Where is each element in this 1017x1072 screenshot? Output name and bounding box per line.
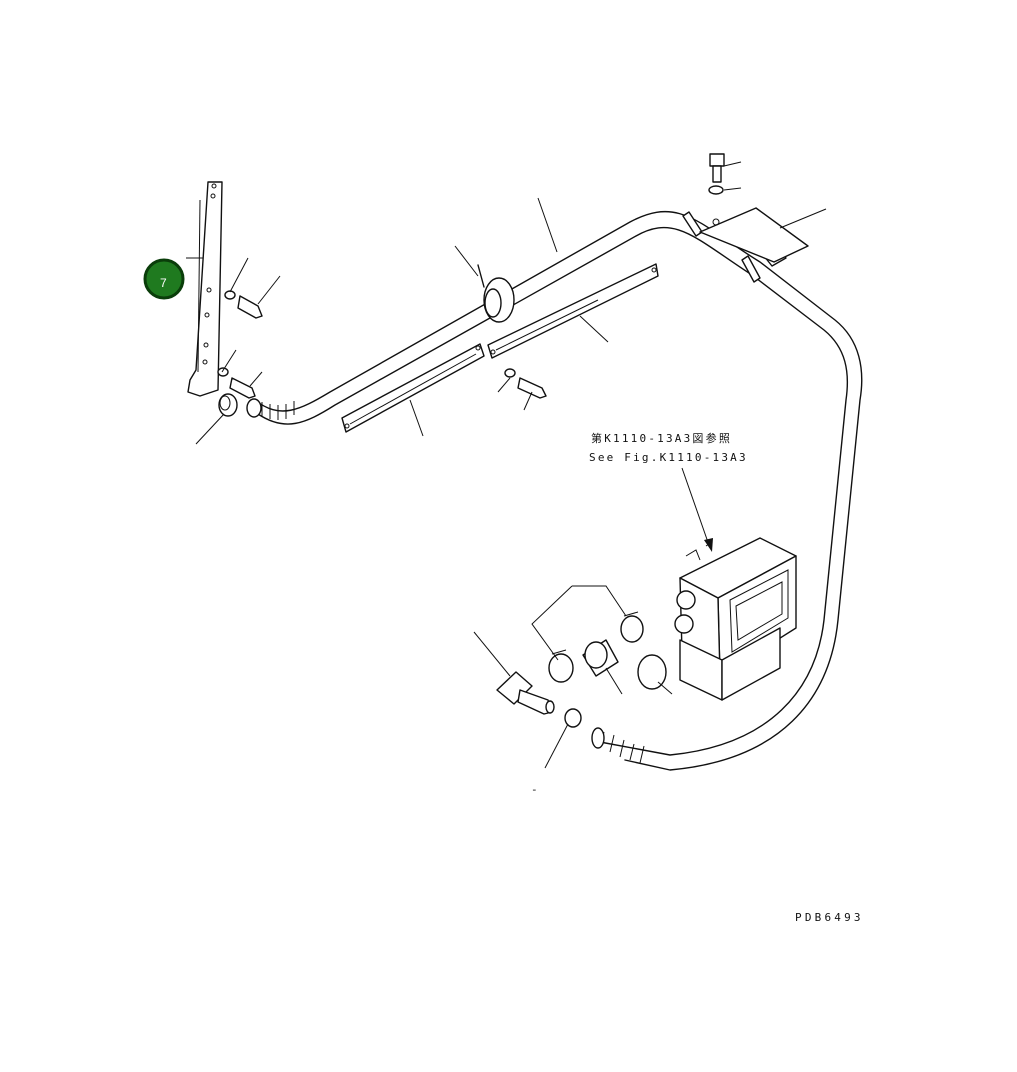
cover-plate-left	[341, 343, 485, 433]
bushing-left	[218, 393, 238, 417]
bolt-lower-left	[217, 367, 256, 399]
stray-mark: -	[531, 783, 540, 796]
small-clamp	[564, 708, 582, 728]
stay-bracket	[187, 181, 223, 397]
reference-note-japanese: 第K1110-13A3図参照	[591, 431, 732, 445]
heater-unit	[674, 537, 797, 701]
bolt-middle	[504, 368, 547, 399]
hose-clamp-middle	[548, 649, 574, 683]
callout-badge-circle	[143, 258, 185, 300]
grommet	[477, 264, 515, 323]
bolt-upper-left	[224, 290, 263, 319]
reference-note-english: See Fig.K1110-13A3	[589, 451, 748, 464]
hose-clamp-upper	[620, 611, 644, 643]
leader-lines	[186, 161, 827, 769]
hose-adapter	[582, 639, 619, 677]
callout-number: 7	[160, 276, 167, 290]
cap	[637, 654, 667, 690]
bolt-top-right	[708, 153, 725, 195]
drawing-code: PDB6493	[795, 911, 864, 924]
mounting-plate	[699, 207, 809, 263]
heater-hose-assembly	[246, 211, 863, 771]
valve-fitting	[496, 671, 555, 715]
callout-badge-7: 7	[143, 258, 185, 300]
cover-plate-right	[487, 263, 659, 359]
arrowhead	[704, 538, 713, 552]
